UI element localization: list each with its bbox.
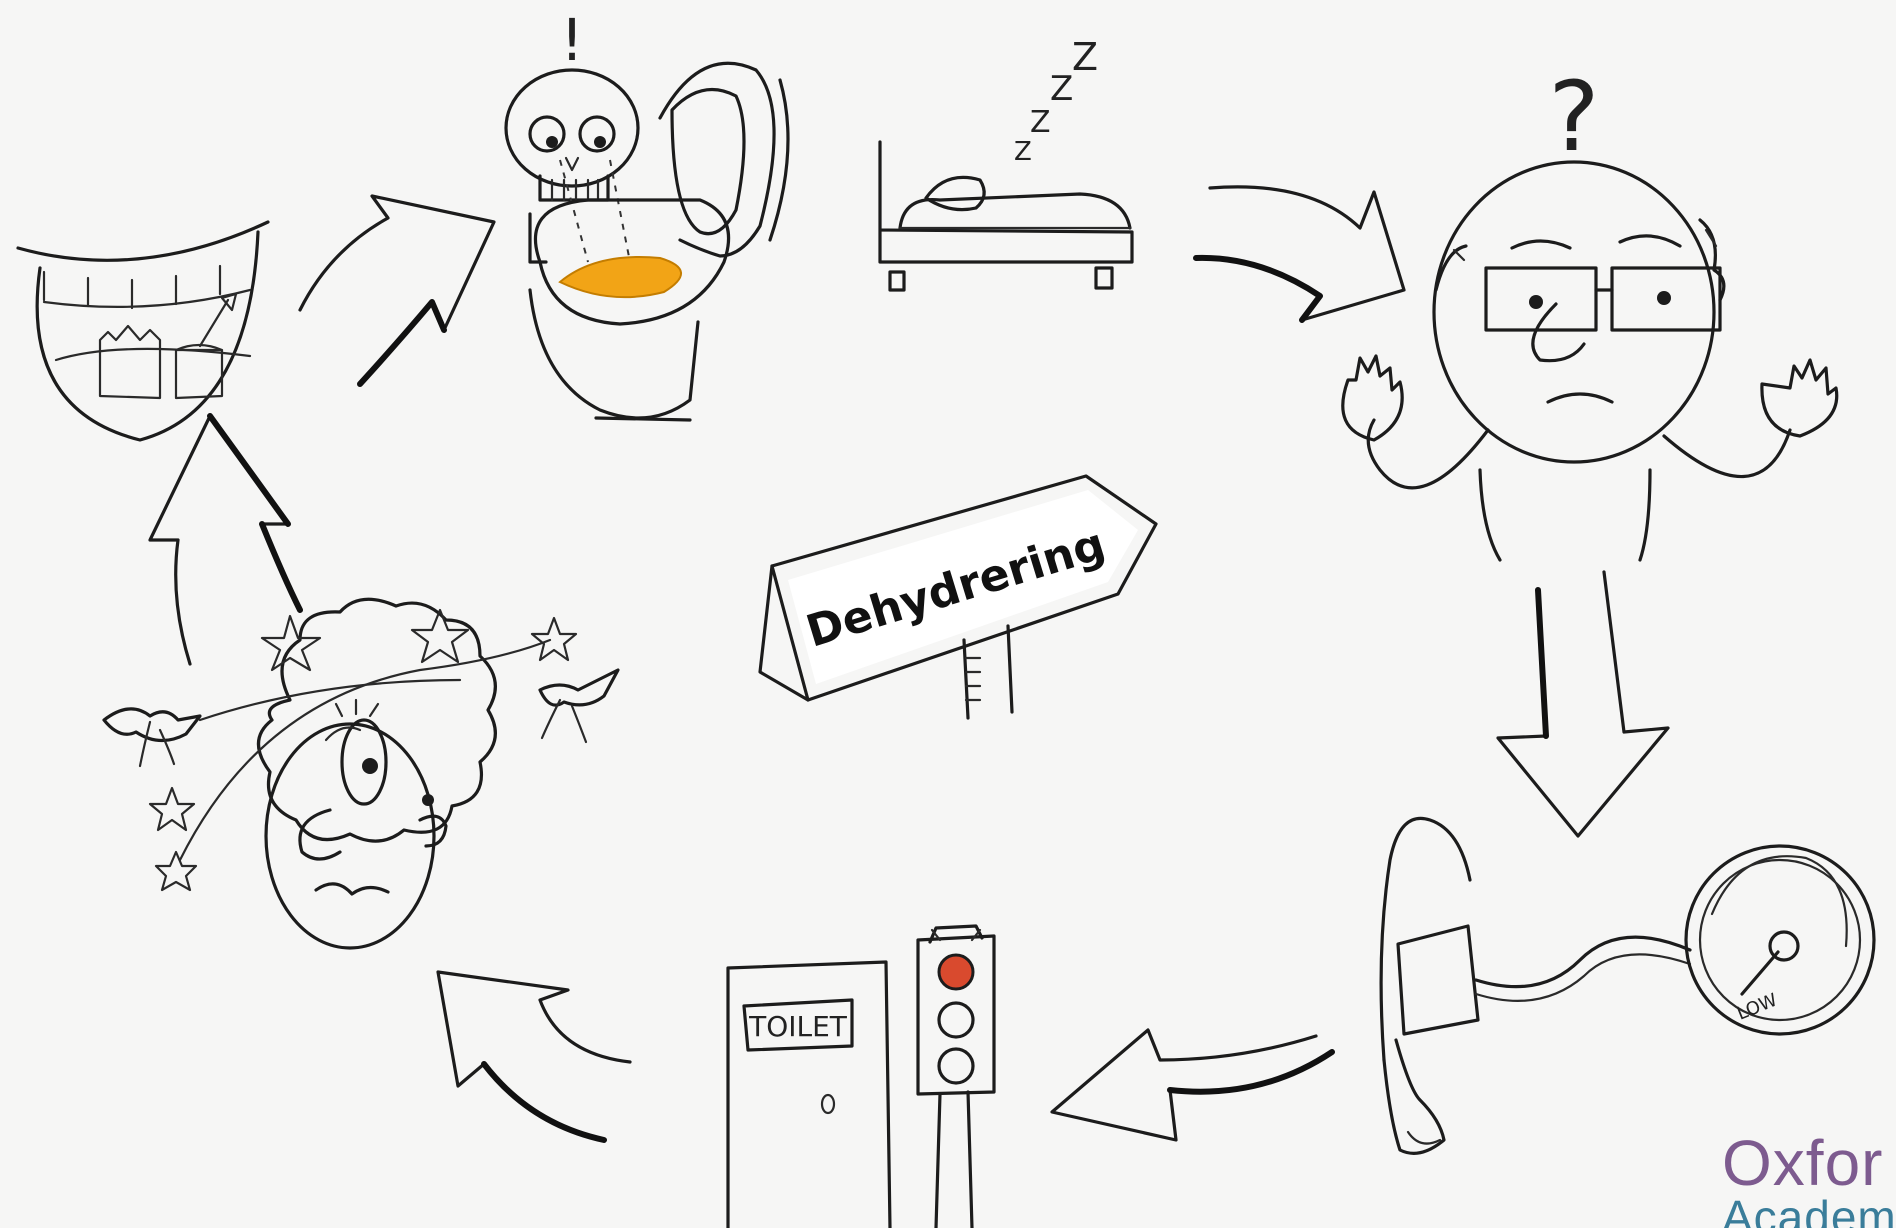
cycle-arrow-2	[1196, 187, 1404, 320]
cycle-arrow-3	[1498, 572, 1668, 836]
brand-logo: Oxfor Academ	[1718, 1118, 1896, 1228]
sleep-z-1: Z	[1014, 137, 1032, 167]
sleep-z-2: Z	[1030, 105, 1051, 140]
cycle-arrow-1	[300, 196, 494, 384]
sleep-z-4: Z	[1072, 35, 1098, 79]
toilet-door-illustration: TOILET	[728, 926, 994, 1228]
exclamation-mark: !	[560, 6, 583, 74]
sleep-z-3: Z	[1050, 69, 1073, 109]
cycle-arrow-6	[150, 416, 300, 664]
cycle-arrow-5	[438, 972, 630, 1140]
sleeping-bed-illustration: Z Z Z Z	[880, 35, 1132, 290]
center-signpost: Dehydrering	[760, 476, 1156, 718]
toilet-sign-label: TOILET	[748, 1010, 848, 1043]
question-mark: ?	[1549, 61, 1600, 173]
cycle-arrow-4	[1052, 1030, 1332, 1140]
blood-pressure-illustration: LOW	[1381, 818, 1874, 1153]
skull-toilet-illustration: !	[506, 6, 788, 420]
confused-man-illustration: ?	[1343, 61, 1837, 560]
dizzy-woman-illustration	[104, 599, 618, 948]
brand-logo-line2: Academ	[1722, 1190, 1896, 1228]
brand-logo-line1: Oxfor	[1722, 1126, 1883, 1200]
dry-mouth-illustration	[18, 222, 268, 440]
